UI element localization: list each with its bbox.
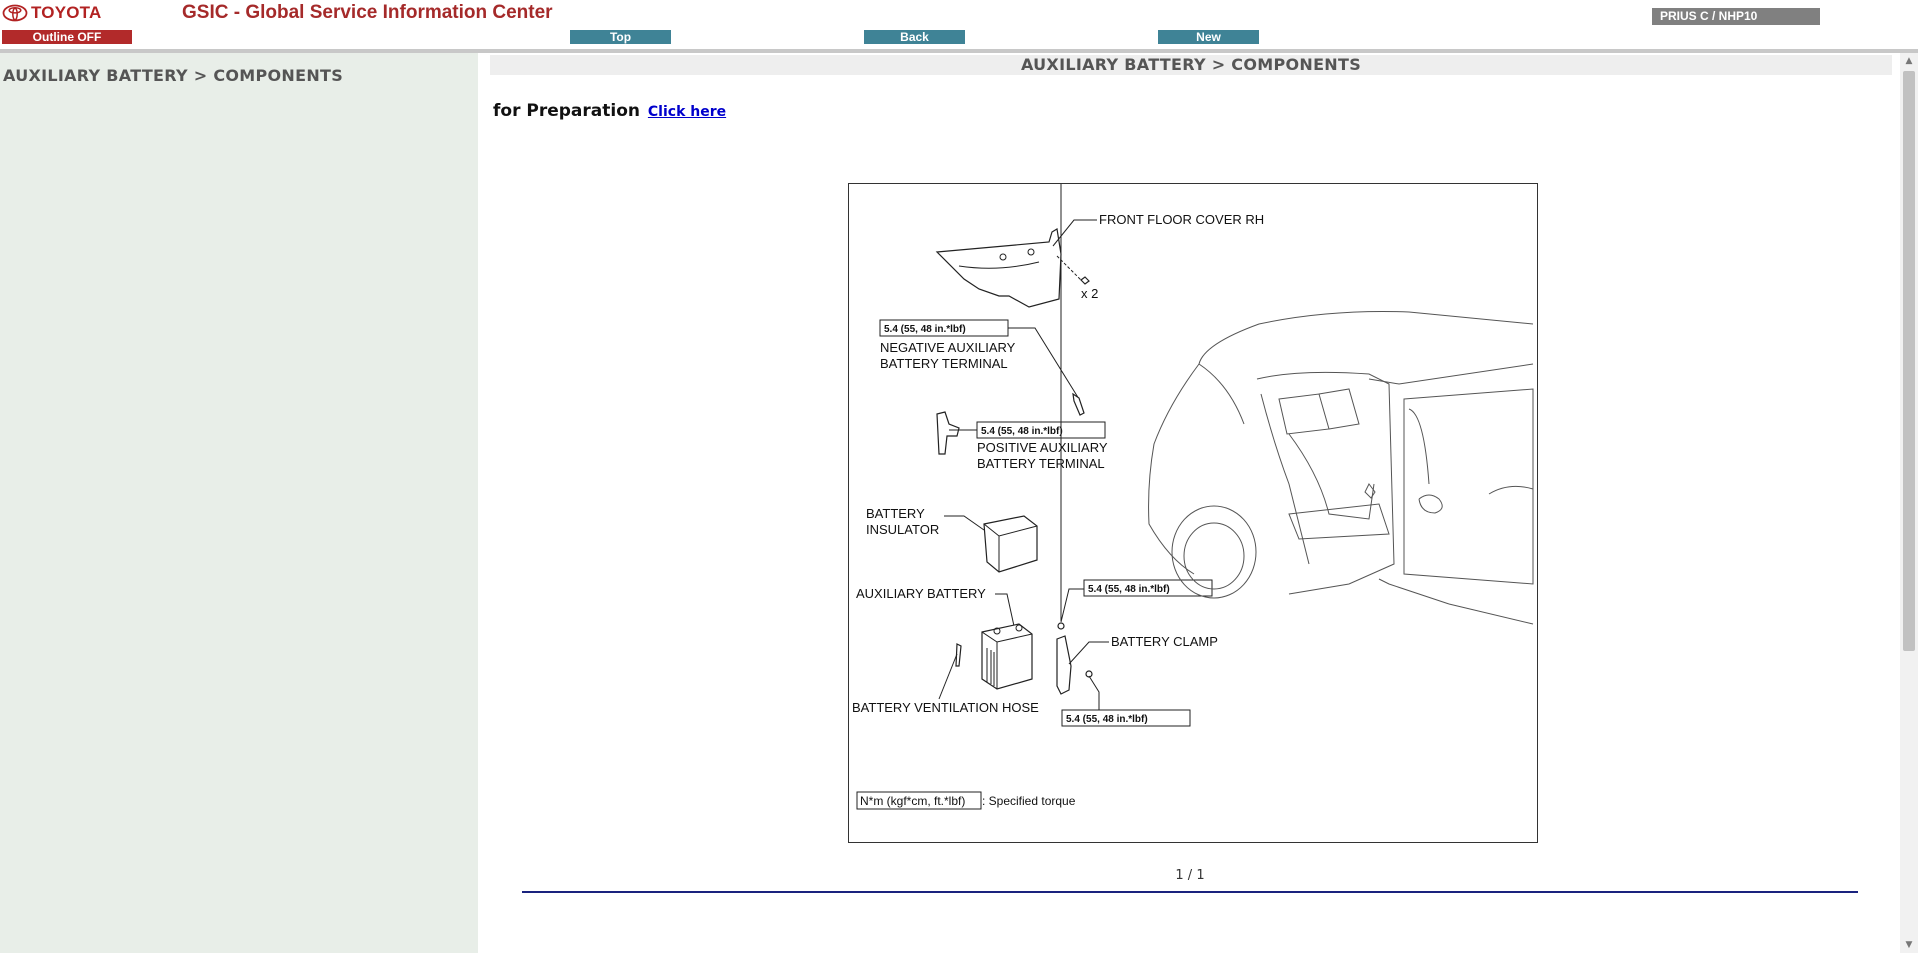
label-positive-terminal-1: POSITIVE AUXILIARY (977, 440, 1108, 455)
ventilation-hose-part (955, 643, 962, 667)
sidebar-title[interactable]: AUXILIARY BATTERY > COMPONENTS (3, 66, 344, 85)
sidebar: AUXILIARY BATTERY > COMPONENTS (0, 53, 478, 953)
component-illustration: FRONT FLOOR COVER RH x 2 5.4 (55, 48 in.… (852, 184, 1534, 810)
app-title: GSIC - Global Service Information Center (182, 2, 553, 23)
torque-negative-terminal: 5.4 (55, 48 in.*lbf) (884, 324, 966, 335)
label-insulator-1: BATTERY (866, 506, 925, 521)
legend-unit: N*m (kgf*cm, ft.*lbf) (860, 794, 965, 808)
header-divider (0, 49, 1918, 53)
label-quantity: x 2 (1081, 286, 1098, 301)
new-button[interactable]: New (1158, 30, 1259, 44)
toyota-logo: TOYOTA (2, 2, 101, 24)
preparation-text: for Preparation (493, 101, 640, 121)
torque-clamp-bottom: 5.4 (55, 48 in.*lbf) (1066, 714, 1148, 725)
app-header: TOYOTA GSIC - Global Service Information… (0, 0, 1918, 53)
scrollbar-thumb[interactable] (1903, 71, 1915, 651)
main-content: AUXILIARY BATTERY > COMPONENTS for Prepa… (478, 53, 1918, 953)
top-button[interactable]: Top (570, 30, 671, 44)
label-auxiliary-battery: AUXILIARY BATTERY (856, 586, 986, 601)
torque-positive-terminal: 5.4 (55, 48 in.*lbf) (981, 426, 1063, 437)
page-counter: 1 / 1 (1175, 868, 1205, 883)
legend-text: : Specified torque (982, 794, 1076, 808)
scroll-down-arrow-icon[interactable]: ▼ (1905, 940, 1913, 950)
outline-toggle-button[interactable]: Outline OFF (2, 30, 132, 44)
scroll-up-arrow-icon[interactable]: ▲ (1905, 56, 1913, 66)
positive-terminal-part (936, 411, 960, 455)
page-title: AUXILIARY BATTERY > COMPONENTS (490, 55, 1892, 75)
label-insulator-2: INSULATOR (866, 522, 939, 537)
label-battery-clamp: BATTERY CLAMP (1111, 634, 1218, 649)
back-button[interactable]: Back (864, 30, 965, 44)
model-badge: PRIUS C / NHP10 (1652, 8, 1820, 25)
label-negative-terminal-1: NEGATIVE AUXILIARY (880, 340, 1016, 355)
torque-clamp-top: 5.4 (55, 48 in.*lbf) (1088, 584, 1170, 595)
preparation-line: for Preparation Click here (493, 101, 726, 121)
label-front-floor-cover: FRONT FLOOR COVER RH (1099, 212, 1264, 227)
component-diagram: FRONT FLOOR COVER RH x 2 5.4 (55, 48 in.… (848, 183, 1538, 843)
auxiliary-battery-part (981, 623, 1033, 690)
front-floor-cover-part (935, 228, 1090, 308)
battery-clamp-part (1056, 635, 1072, 695)
preparation-link[interactable]: Click here (647, 104, 727, 120)
brand-name: TOYOTA (31, 3, 102, 22)
battery-insulator-part (983, 515, 1038, 573)
vehicle-outline (1148, 311, 1534, 625)
label-negative-terminal-2: BATTERY TERMINAL (880, 356, 1008, 371)
negative-terminal-part (1072, 392, 1085, 416)
label-positive-terminal-2: BATTERY TERMINAL (977, 456, 1105, 471)
footer-divider (522, 891, 1858, 893)
toyota-emblem-icon (2, 4, 28, 22)
label-ventilation-hose: BATTERY VENTILATION HOSE (852, 700, 1039, 715)
vertical-scrollbar[interactable]: ▲ ▼ (1900, 53, 1918, 953)
